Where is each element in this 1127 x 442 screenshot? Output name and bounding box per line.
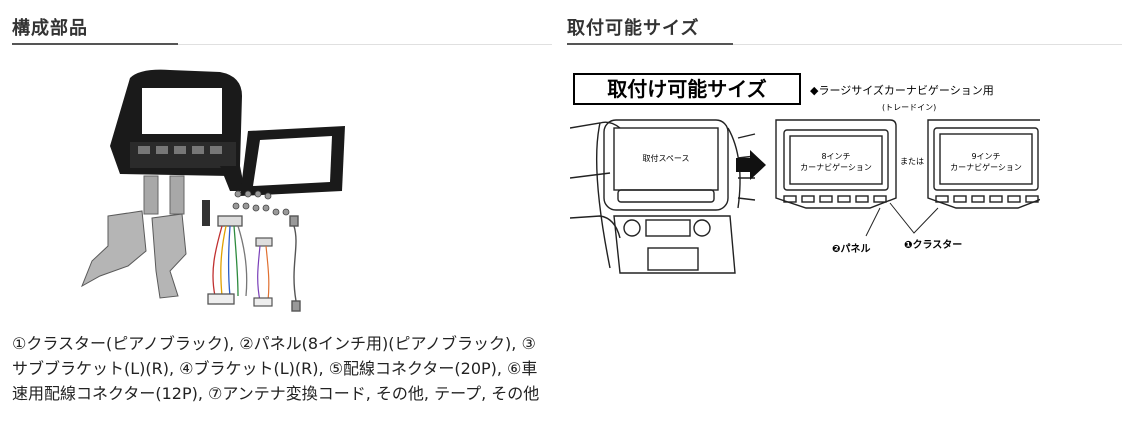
- fit-note: ◆ラージサイズカーナビゲーション用: [810, 83, 994, 97]
- fit-size-heading-rule: [567, 44, 1122, 45]
- parts-heading-rule: [12, 44, 552, 45]
- arrow-right-icon: [736, 150, 766, 180]
- panel-part: [240, 126, 345, 196]
- nav8-line2: カーナビゲーション: [800, 162, 872, 172]
- nav9-line1: 9インチ: [971, 152, 1000, 161]
- speed-connector-part: [253, 237, 273, 307]
- fit-size-heading: 取付可能サイズ: [567, 18, 700, 39]
- parts-photo: [81, 69, 345, 312]
- nav9-line2: カーナビゲーション: [950, 162, 1022, 172]
- parts-heading-accent: [12, 43, 178, 45]
- tape-part: [202, 200, 210, 226]
- dash-screen-label: 取付スペース: [642, 153, 689, 163]
- sub-bracket-part: [143, 175, 185, 215]
- antenna-cord-part: [289, 215, 301, 312]
- bracket-part: [81, 210, 187, 299]
- harness-part: [207, 215, 248, 305]
- fit-banner-text: 取付け可能サイズ: [607, 77, 766, 101]
- caption-line: サブブラケット(L)(R), ④ブラケット(L)(R), ⑤配線コネクター(20…: [12, 359, 538, 378]
- dashboard-illustration: [570, 119, 756, 274]
- nav-8inch-illustration: [775, 119, 897, 209]
- fit-sub-note: (トレードイン): [882, 103, 936, 112]
- parts-caption: ①クラスター(ピアノブラック), ②パネル(8インチ用)(ピアノブラック), ③…: [12, 331, 572, 406]
- nav-9inch-illustration: [927, 119, 1040, 209]
- fit-banner-box: [573, 73, 801, 105]
- cluster-part: [110, 69, 245, 191]
- fit-size-heading-accent: [567, 43, 733, 45]
- screws-part: [232, 190, 290, 216]
- cluster-label: ❶クラスター: [904, 239, 962, 251]
- caption-line: ①クラスター(ピアノブラック), ②パネル(8インチ用)(ピアノブラック), ③: [12, 334, 536, 353]
- panel-leader-line: [865, 207, 881, 237]
- fit-size-diagram: 取付け可能サイズ ◆ラージサイズカーナビゲーション用 (トレードイン) 取付スペ…: [570, 73, 1040, 274]
- parts-heading: 構成部品: [12, 18, 88, 39]
- or-label: または: [900, 157, 924, 166]
- caption-line: 速用配線コネクター(12P), ⑦アンテナ変換コード, その他, テープ, その…: [12, 384, 540, 403]
- panel-label: ❷パネル: [832, 243, 870, 255]
- nav8-line1: 8インチ: [821, 152, 850, 161]
- cluster-leader-line: [889, 202, 939, 234]
